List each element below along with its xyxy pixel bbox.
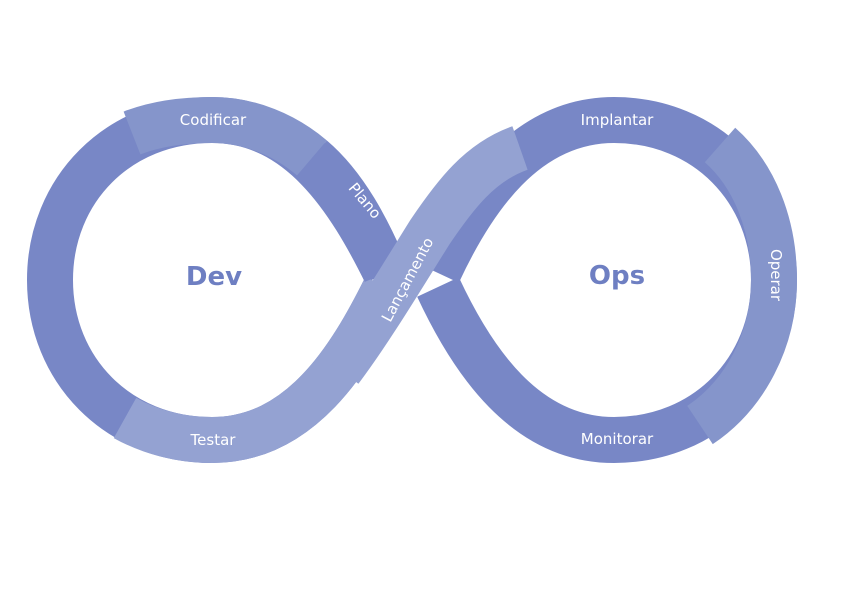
dev-title: Dev xyxy=(186,262,242,292)
segment-plan xyxy=(296,140,408,282)
stage-label-operate: Operar xyxy=(767,249,785,302)
stage-label-code: Codificar xyxy=(180,111,247,129)
segment-operate xyxy=(686,127,798,445)
stage-label-test: Testar xyxy=(190,431,237,449)
stage-label-deploy: Implantar xyxy=(581,111,654,129)
segment-release xyxy=(321,126,529,384)
stage-label-monitor: Monitorar xyxy=(581,430,654,448)
ops-title: Ops xyxy=(589,261,645,291)
segment-code xyxy=(123,96,327,176)
